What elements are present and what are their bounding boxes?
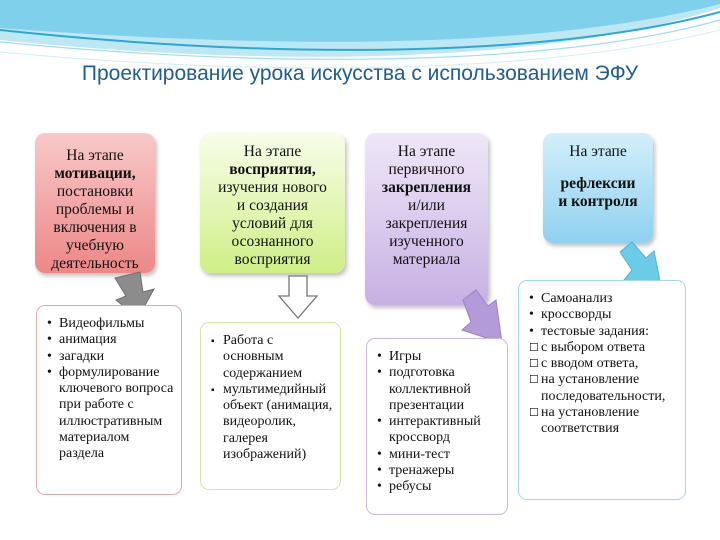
stage-line: осознанного [231, 233, 314, 250]
list-item: Работа с основным содержанием [211, 333, 334, 382]
stage-line: включения в [53, 219, 137, 236]
stage-perception-box: На этапе восприятия, изучения нового и с… [200, 133, 345, 273]
down-arrow-perception-icon [277, 275, 319, 319]
list-item: кроссворды [529, 307, 679, 324]
list-item: Самоанализ [529, 291, 679, 308]
stage-line: На этапе [397, 143, 456, 160]
stage-line: материала [392, 251, 461, 268]
stage-line: проблемы и [55, 201, 135, 218]
list-item: мини-тест [377, 447, 501, 464]
list-item: тестовые задания: [529, 324, 679, 341]
list-item: Видеофильмы [47, 316, 175, 333]
stage-line: На этапе [569, 143, 627, 160]
stage-line: условий для [232, 215, 313, 232]
list-item: загадки [47, 349, 175, 366]
page-title: Проектирование урока искусства с использ… [81, 62, 639, 85]
stage-line: восприятия [234, 251, 311, 268]
list-item-checkbox: на установление соответствия [529, 405, 679, 438]
stage-line: На этапе [66, 147, 124, 164]
list-item: анимация [47, 332, 175, 349]
stage-reflection-box: На этапе рефлексии и контроля [543, 133, 653, 243]
list-item-checkbox: с выбором ответа [529, 340, 679, 357]
stage-line: На этапе [243, 143, 302, 160]
stage-line: мотивации, [54, 165, 136, 182]
list-item: интерактивный кроссворд [377, 414, 501, 447]
list-item: Игры [377, 349, 501, 366]
list-item: формулирование ключевого вопроса при раб… [47, 365, 175, 463]
list-item: подготовка коллективной презентации [377, 365, 501, 414]
stage-line: учебную [66, 237, 124, 254]
stage-line-spacer [543, 161, 653, 175]
header-wave-decoration [0, 0, 720, 69]
stage-line: постановки [56, 183, 134, 200]
stage-line: закрепления [385, 215, 468, 232]
stage-line: и/или [408, 197, 445, 214]
list-item: тренажеры [377, 463, 501, 480]
perception-methods-panel: Работа с основным содержанием мультимеди… [200, 322, 341, 490]
stage-line: изученного [389, 233, 464, 250]
stage-line: закрепления [381, 179, 472, 196]
list-item: мультимедийный объект (анимация, видеоро… [211, 382, 334, 463]
list-item-checkbox: на установление последовательности, [529, 372, 679, 405]
stage-line: изучения нового [218, 179, 327, 196]
stage-line: и контроля [558, 193, 638, 210]
reflection-methods-panel: Самоанализ кроссворды тестовые задания: … [518, 280, 686, 500]
stage-line: восприятия, [229, 161, 316, 178]
stage-motivation-box: На этапе мотивации, постановки проблемы … [35, 133, 155, 273]
list-item: ребусы [377, 479, 501, 496]
stage-line: деятельность [51, 255, 139, 272]
consolidation-methods-panel: Игры подготовка коллективной презентации… [366, 338, 508, 515]
list-item-checkbox: с вводом ответа, [529, 356, 679, 373]
stage-consolidation-box: На этапе первичного закрепления и/или за… [365, 133, 488, 305]
stage-line: первичного [388, 161, 465, 178]
stage-line: рефлексии [560, 175, 636, 192]
motivation-methods-panel: Видеофильмы анимация загадки формулирова… [36, 305, 182, 495]
stage-line: и создания [236, 197, 309, 214]
